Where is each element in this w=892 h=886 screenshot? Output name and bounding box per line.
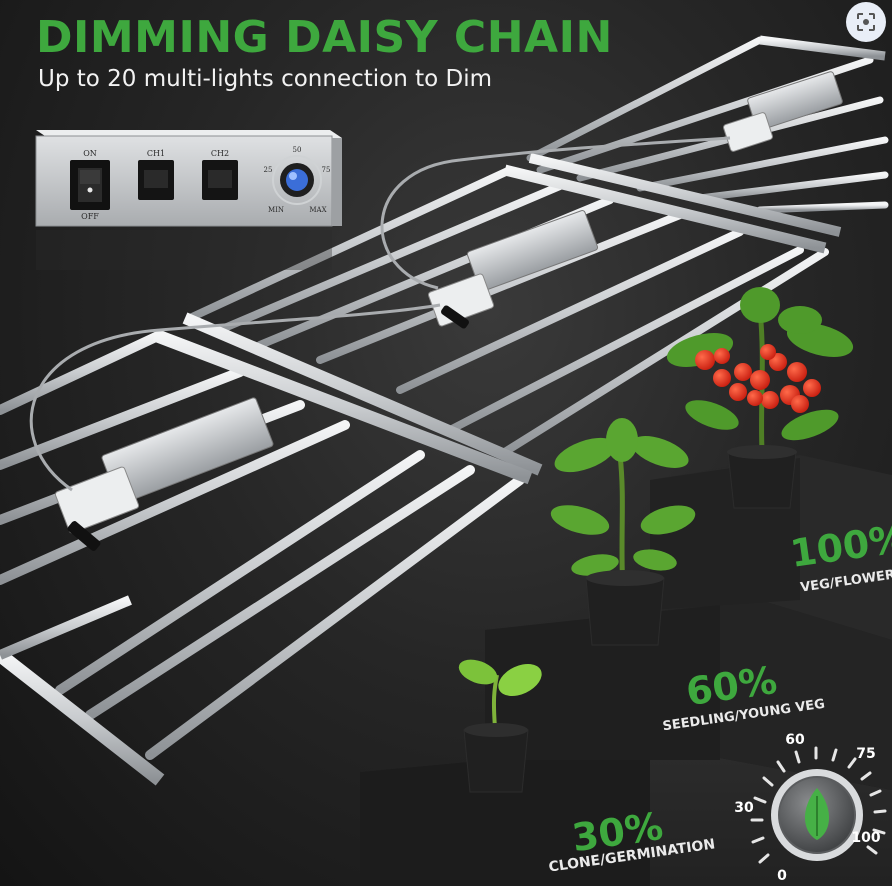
young-veg-plant xyxy=(550,418,696,646)
ch2-label: CH2 xyxy=(211,149,229,158)
light-fixture-3 xyxy=(526,35,889,237)
light-fixture-2 xyxy=(182,164,829,476)
headline-title: DIMMING DAISY CHAIN xyxy=(36,12,613,63)
light-fixture-1 xyxy=(0,328,533,786)
seedling-plant xyxy=(458,659,542,793)
knob-min-label: MIN xyxy=(268,206,284,214)
knob-max-label: MAX xyxy=(309,206,326,214)
switch-off-label: OFF xyxy=(81,212,99,221)
dial-scale-60: 60 xyxy=(785,732,805,748)
lens-search-icon xyxy=(857,13,875,31)
tomato-plant xyxy=(666,287,854,509)
switch-on-label: ON xyxy=(83,149,97,158)
stair-steps xyxy=(360,455,892,886)
lens-search-button[interactable] xyxy=(846,2,886,42)
leaf-icon xyxy=(804,788,830,840)
ch1-label: CH1 xyxy=(147,149,165,158)
daisy-chain-cables xyxy=(29,136,731,492)
dial-scale-100: 100 xyxy=(851,830,880,846)
knob-scale-50: 50 xyxy=(293,146,302,154)
knob-scale-75: 75 xyxy=(322,166,331,174)
dial-scale-75: 75 xyxy=(856,746,875,762)
dial-scale-0: 0 xyxy=(777,868,787,884)
controller-box: ON OFF CH1 CH2 25 50 75 MIN MAX xyxy=(35,130,342,270)
knob-scale-25: 25 xyxy=(264,166,273,174)
dimmer-dial: 0 30 60 75 100 xyxy=(734,732,887,884)
dial-scale-30: 30 xyxy=(734,800,754,816)
headline-subtitle: Up to 20 multi-lights connection to Dim xyxy=(38,66,493,92)
dimmer-knob xyxy=(272,155,322,205)
